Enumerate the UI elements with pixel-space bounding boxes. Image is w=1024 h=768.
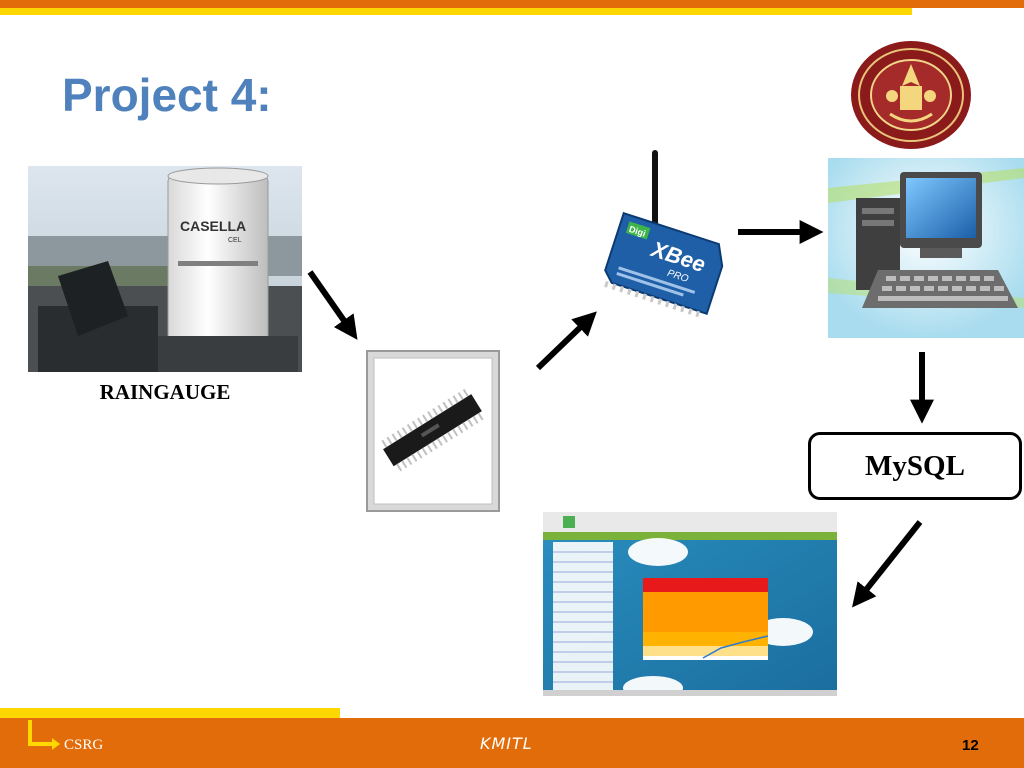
corner-arrow-icon [28, 720, 60, 750]
computer-image [828, 158, 1024, 338]
university-seal-logo [851, 41, 971, 149]
raingauge-photo: CASELLA CEL [28, 166, 302, 372]
microcontroller-chip-image [366, 350, 500, 512]
bottom-accent-bar-yellow [0, 708, 340, 720]
arrow-mcu-to-xbee [535, 311, 597, 371]
top-accent-bar-orange [0, 0, 1024, 8]
footer-center-text: KMITL [480, 734, 533, 753]
top-accent-bar-yellow [0, 8, 912, 15]
xbee-module-image: Digi XBee PRO [604, 150, 724, 318]
mysql-label: MySQL [865, 449, 965, 482]
footer-bar [0, 718, 1024, 768]
mysql-box: MySQL [808, 432, 1022, 500]
xbee-digi-text: Digi [628, 224, 647, 239]
footer-left-text: CSRG [64, 737, 104, 753]
casella-sub-text: CEL [228, 237, 242, 244]
slide-title: Project 4: [62, 69, 272, 121]
arrow-mysql-to-webapp [852, 520, 923, 608]
web-app-screenshot [543, 512, 837, 696]
casella-brand-text: CASELLA [180, 218, 246, 234]
raingauge-label: RAINGAUGE [99, 380, 231, 404]
page-number: 12 [962, 737, 979, 754]
arrow-raingauge-to-mcu [307, 270, 358, 340]
